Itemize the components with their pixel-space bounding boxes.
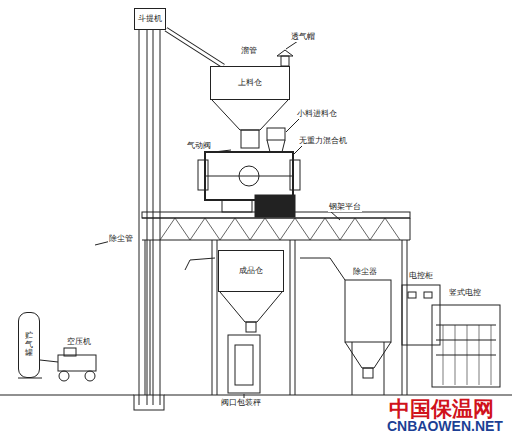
part-label: 除尘器	[352, 268, 378, 277]
watermark: CNBAOWEN.NET	[386, 419, 504, 434]
part-name: 成品仓	[239, 267, 263, 276]
part-label: 阀口包装秤	[220, 399, 262, 408]
part-name: 贮气罐	[25, 332, 33, 358]
part-label: 钢架平台	[328, 203, 362, 212]
part-label: 竖式电控	[448, 289, 482, 298]
part-label: 无重力混合机	[298, 137, 348, 146]
part-name: 上料仓	[238, 79, 262, 88]
elevator-head: 斗提机	[134, 8, 166, 30]
part-label: 除尘管	[108, 235, 134, 244]
watermark: 中国保温网	[388, 398, 495, 421]
upper-hopper: 上料仓	[210, 66, 290, 100]
part-label: 空压机	[66, 338, 92, 347]
part-name: 斗提机	[138, 15, 162, 24]
part-label: 气动阀	[186, 142, 212, 151]
part-label: 溜管	[240, 47, 258, 56]
part-label: 小料进料仓	[296, 110, 338, 119]
part-label: 电控柜	[408, 272, 434, 281]
chute-pipe	[166, 29, 223, 66]
air-tank: 贮气罐	[18, 312, 40, 378]
part-label: 透气帽	[290, 33, 316, 42]
product-bin: 成品仓	[218, 250, 284, 292]
